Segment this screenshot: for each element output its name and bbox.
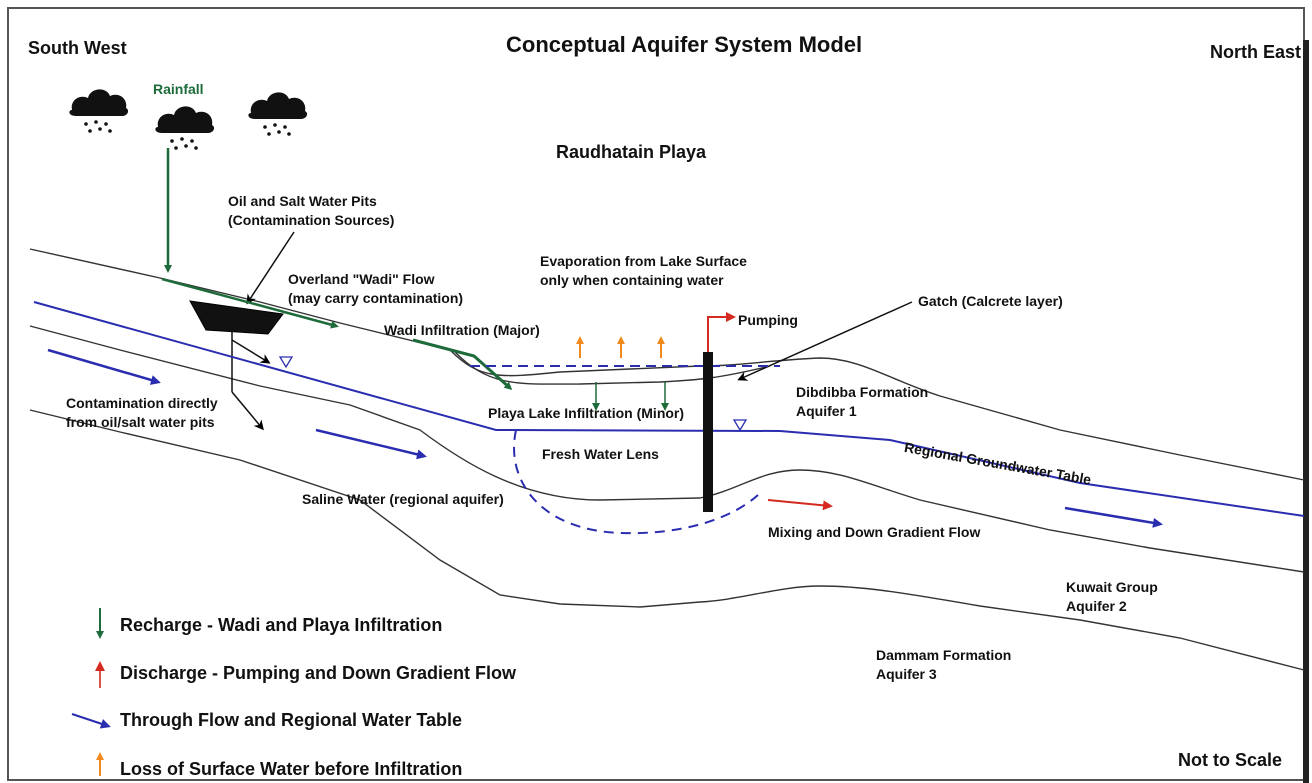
pit-contamination-arrow — [231, 391, 264, 431]
legend-surface-loss-label: Loss of Surface Water before Infiltratio… — [120, 759, 463, 779]
mixing-flow-arrow — [767, 499, 833, 511]
legend-discharge-label: Discharge - Pumping and Down Gradient Fl… — [120, 663, 517, 683]
saline-water-label: Saline Water (regional aquifer) — [302, 491, 504, 507]
kuwait-group-label: Kuwait Group Aquifer 2 — [1066, 578, 1158, 616]
through-flow-arrow — [315, 428, 427, 460]
blue-right-arrow-icon — [71, 713, 111, 729]
contamination-label-line2: from oil/salt water pits — [66, 414, 215, 430]
dibdibba-label-line1: Dibdibba Formation — [796, 384, 929, 400]
diagram-title: Conceptual Aquifer System Model — [506, 32, 863, 57]
kuwait-group-label-line2: Aquifer 2 — [1066, 598, 1127, 614]
wadi-infiltration-arrow — [412, 338, 513, 390]
pits-label-line1: Oil and Salt Water Pits — [228, 193, 377, 209]
strata-lines — [29, 248, 1305, 671]
through-flow-arrow — [1064, 506, 1163, 528]
upper-aquifer-base-line — [29, 325, 1305, 573]
contamination-label: Contamination directly from oil/salt wat… — [66, 394, 218, 432]
dibdibba-label: Dibdibba Formation Aquifer 1 — [796, 383, 928, 421]
contamination-label-line1: Contamination directly — [66, 395, 218, 411]
water-table-symbol — [732, 419, 748, 432]
gatch-label: Gatch (Calcrete layer) — [918, 293, 1063, 309]
rain-cloud-icon — [155, 106, 215, 150]
pit-contamination-arrow — [231, 339, 271, 364]
north-east-label: North East — [1210, 42, 1302, 62]
evaporation-label: Evaporation from Lake Surface only when … — [540, 252, 747, 290]
rain-cloud-icon — [69, 89, 129, 133]
evaporation-label-line2: only when containing water — [540, 272, 724, 288]
fresh-water-lens-outline — [513, 429, 759, 535]
not-to-scale-label: Not to Scale — [1178, 750, 1283, 770]
rainfall-label: Rainfall — [153, 81, 204, 97]
south-west-label: South West — [28, 38, 127, 58]
water-table-symbol — [278, 356, 294, 369]
fresh-water-lens-label: Fresh Water Lens — [542, 446, 659, 462]
right-edge-shadow — [1303, 40, 1309, 783]
pits-label-line2: (Contamination Sources) — [228, 212, 395, 228]
pits-label: Oil and Salt Water Pits (Contamination S… — [228, 192, 394, 230]
evaporation-label-line1: Evaporation from Lake Surface — [540, 253, 747, 269]
wadi-infiltration-label: Wadi Infiltration (Major) — [384, 322, 540, 338]
gatch-pointer-arrow — [737, 301, 913, 381]
kuwait-group-top-line — [29, 409, 1305, 671]
playa-label: Raudhatain Playa — [556, 142, 707, 162]
dammam-label: Dammam Formation Aquifer 3 — [876, 646, 1011, 684]
gatch-layer-line — [454, 351, 771, 385]
wadi-flow-arrow — [161, 277, 339, 329]
mixing-label: Mixing and Down Gradient Flow — [768, 524, 981, 540]
legend-recharge-label: Recharge - Wadi and Playa Infiltration — [120, 615, 443, 635]
regional-water-table-line — [33, 301, 1305, 517]
legend-throughflow-label: Through Flow and Regional Water Table — [120, 710, 462, 730]
dibdibba-label-line2: Aquifer 1 — [796, 403, 857, 419]
pits-pointer-arrow — [246, 231, 295, 305]
frame-border — [7, 7, 1305, 781]
rain-cloud-icon — [248, 92, 308, 136]
pumping-label: Pumping — [738, 312, 798, 328]
wadi-flow-label: Overland "Wadi" Flow (may carry contamin… — [288, 270, 463, 308]
wadi-flow-label-line1: Overland "Wadi" Flow — [288, 271, 435, 287]
oil-salt-water-pit — [189, 300, 284, 335]
kuwait-group-label-line1: Kuwait Group — [1066, 579, 1158, 595]
pumping-arrow — [707, 312, 736, 352]
through-flow-arrow — [47, 348, 161, 385]
pumping-well — [703, 352, 713, 512]
playa-infiltration-label: Playa Lake Infiltration (Minor) — [488, 405, 685, 421]
dammam-label-line1: Dammam Formation — [876, 647, 1012, 663]
wadi-flow-label-line2: (may carry contamination) — [288, 290, 464, 306]
dammam-label-line2: Aquifer 3 — [876, 666, 937, 682]
